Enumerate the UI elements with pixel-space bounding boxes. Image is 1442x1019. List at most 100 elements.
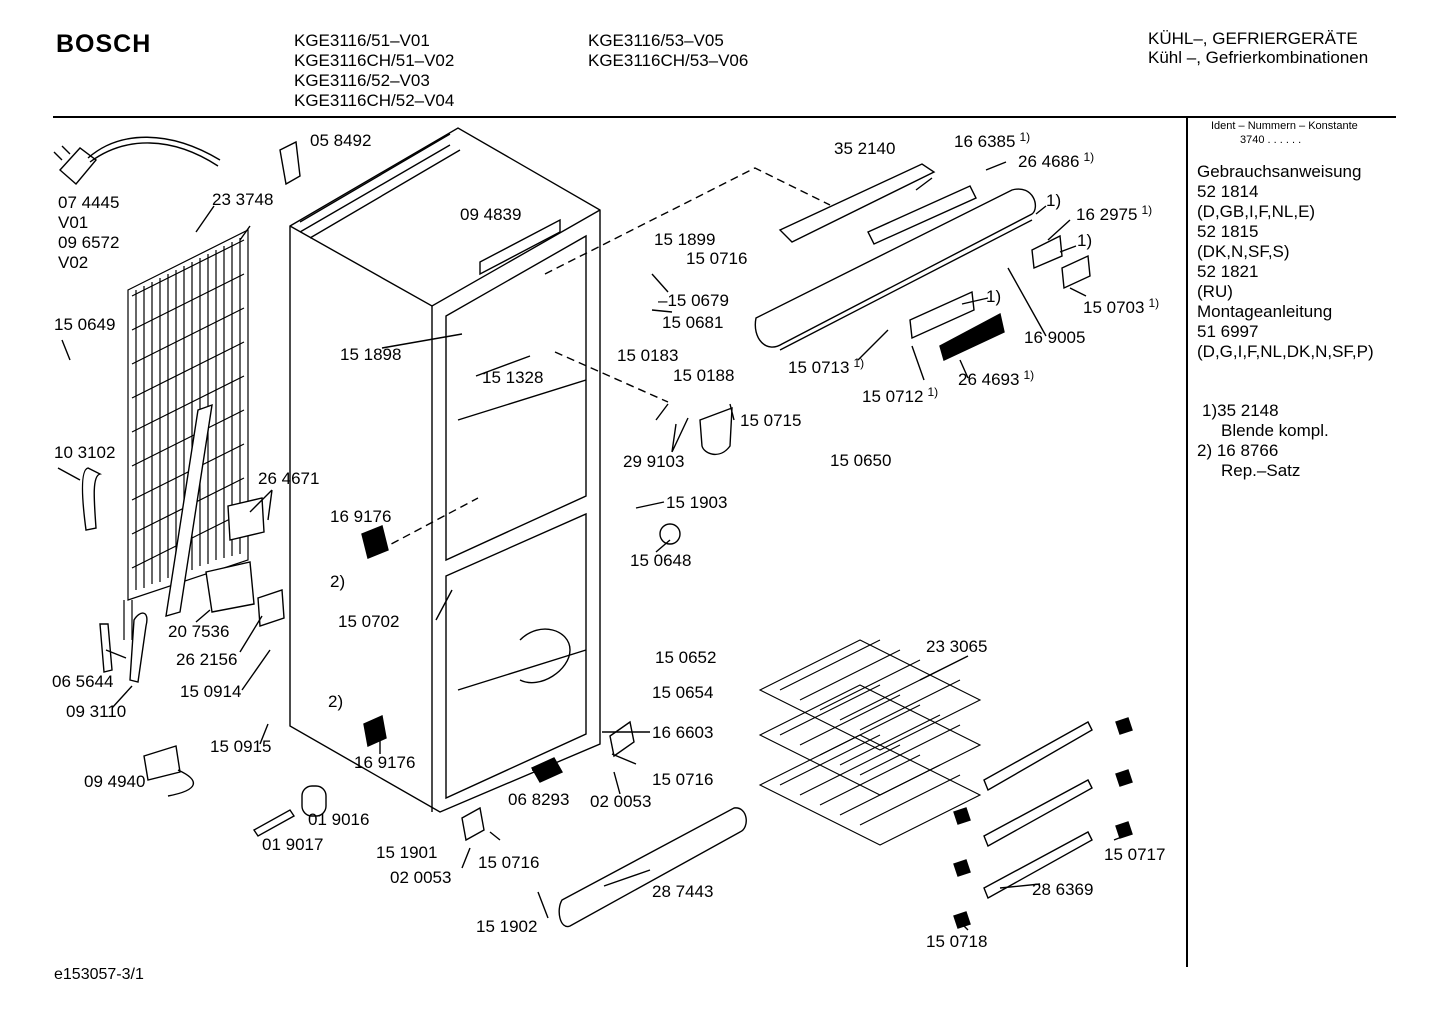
- part-label: 15 0681: [662, 313, 723, 332]
- doc-line: (D,G,I,F,NL,DK,N,SF,P): [1197, 342, 1374, 361]
- part-label: 16 6603: [652, 723, 713, 742]
- doc-line: (DK,N,SF,S): [1197, 242, 1290, 261]
- power-cord-drawing: [53, 136, 221, 185]
- svg-text:23 3065: 23 3065: [926, 637, 987, 656]
- part-label: 26 4693: [958, 370, 1019, 389]
- footnote-2: 2) 16 8766 Rep.–Satz: [1197, 441, 1300, 481]
- part-label: 02 0053: [390, 868, 451, 887]
- part-label: 15 1903: [666, 493, 727, 512]
- part-label: 15 0183: [617, 346, 678, 365]
- part-label: 15 0712: [862, 387, 923, 406]
- footnote-1: 1)35 2148 Blende kompl.: [1202, 401, 1329, 441]
- part-label: 15 0648: [630, 551, 691, 570]
- part-label: 35 2140: [834, 139, 895, 158]
- part-label: 01 9016: [308, 810, 369, 829]
- svg-text:23 3748: 23 3748: [212, 190, 273, 209]
- model-list-primary: KGE3116/51–V01 KGE3116CH/51–V02 KGE3116/…: [294, 31, 454, 111]
- brand-logo: BOSCH: [56, 30, 152, 58]
- base-grille-drawing: [558, 807, 747, 928]
- sensor-drawing: [99, 623, 113, 673]
- svg-text:15 0649: 15 0649: [54, 315, 115, 334]
- svg-text:15 0652: 15 0652: [655, 648, 716, 667]
- part-label: 15 0713: [788, 358, 849, 377]
- control-panel-drawing: [754, 163, 1091, 361]
- doc-line: (D,GB,I,F,NL,E): [1197, 202, 1316, 221]
- part-label: 15 0716: [478, 853, 539, 872]
- svg-text:16 9005: 16 9005: [1024, 328, 1085, 347]
- svg-text:15 0702: 15 0702: [338, 612, 399, 631]
- relay-box-drawing: [205, 561, 255, 613]
- part-label: 15 0718: [926, 932, 987, 951]
- part-label: 16 6385: [954, 132, 1015, 151]
- part-label: 15 1901: [376, 843, 437, 862]
- part-label: 2): [328, 692, 343, 711]
- part-label: 09 6572: [58, 233, 119, 252]
- part-label: 10 3102: [54, 443, 115, 462]
- drain-tube-drawing: [81, 467, 102, 531]
- part-label: 06 5644: [52, 672, 113, 691]
- model-number: KGE3116CH/53–V06: [588, 51, 749, 70]
- part-label: 16 9176: [330, 507, 391, 526]
- part-label: 20 7536: [168, 622, 229, 641]
- svg-text:26 2156: 26 2156: [176, 650, 237, 669]
- svg-text:09 4839: 09 4839: [460, 205, 521, 224]
- ident-value: 3740 . . . . . .: [1240, 134, 1302, 146]
- rod-drawing: [165, 403, 213, 617]
- svg-text:15 0718: 15 0718: [926, 932, 987, 951]
- svg-text:2): 2): [328, 692, 343, 711]
- part-label: 2): [330, 572, 345, 591]
- drawing-number: e153057-3/1: [54, 966, 144, 983]
- part-label: 09 4839: [460, 205, 521, 224]
- part-label: 15 0715: [740, 411, 801, 430]
- part-label: 15 0915: [210, 737, 271, 756]
- svg-text:28 7443: 28 7443: [652, 882, 713, 901]
- svg-text:09 4940: 09 4940: [84, 772, 145, 791]
- part-label: 15 0702: [338, 612, 399, 631]
- svg-text:15 0914: 15 0914: [180, 682, 241, 701]
- part-label: 28 7443: [652, 882, 713, 901]
- model-number: KGE3116/52–V03: [294, 71, 430, 90]
- part-label: 16 9176: [354, 753, 415, 772]
- category-subtitle: Kühl –, Gefrierkombinationen: [1148, 48, 1369, 67]
- part-label: 1): [986, 287, 1001, 306]
- svg-text:–15 0679: –15 0679: [658, 291, 729, 310]
- svg-text:2): 2): [330, 572, 345, 591]
- svg-text:29 9103: 29 9103: [623, 452, 684, 471]
- footnote-marker: 1): [1023, 368, 1034, 382]
- part-label: 15 0652: [655, 648, 716, 667]
- svg-text:26 4671: 26 4671: [258, 469, 319, 488]
- model-number: KGE3116/51–V01: [294, 31, 430, 50]
- svg-text:V01: V01: [58, 213, 88, 232]
- documentation-list: Gebrauchsanweisung 52 1814 (D,GB,I,F,NL,…: [1197, 162, 1374, 362]
- svg-text:16 6603: 16 6603: [652, 723, 713, 742]
- svg-text:15 0188: 15 0188: [673, 366, 734, 385]
- svg-text:15 0716: 15 0716: [478, 853, 539, 872]
- svg-text:16 9176: 16 9176: [354, 753, 415, 772]
- part-label: 15 0716: [686, 249, 747, 268]
- svg-text:15 1899: 15 1899: [654, 230, 715, 249]
- part-label: 26 2156: [176, 650, 237, 669]
- svg-text:15 0716: 15 0716: [652, 770, 713, 789]
- part-label: 28 6369: [1032, 880, 1093, 899]
- model-number: KGE3116/53–V05: [588, 31, 724, 50]
- part-label: 16 2975: [1076, 205, 1137, 224]
- svg-text:15 1328: 15 1328: [482, 368, 543, 387]
- model-list-secondary: KGE3116/53–V05 KGE3116CH/53–V06: [588, 31, 748, 71]
- doc-line: (RU): [1197, 282, 1233, 301]
- part-label: 06 8293: [508, 790, 569, 809]
- category-title: KÜHL–, GEFRIERGERÄTE: [1148, 29, 1358, 48]
- part-label: 15 0650: [830, 451, 891, 470]
- shelf-rails-drawing: [983, 721, 1093, 899]
- part-label: 07 4445: [58, 193, 119, 212]
- svg-text:V02: V02: [58, 253, 88, 272]
- footnote-marker: 1): [1019, 130, 1030, 144]
- doc-line: Montageanleitung: [1197, 302, 1333, 321]
- svg-text:02 0053: 02 0053: [590, 792, 651, 811]
- svg-text:15 0681: 15 0681: [662, 313, 723, 332]
- part-label: 1): [1077, 231, 1092, 250]
